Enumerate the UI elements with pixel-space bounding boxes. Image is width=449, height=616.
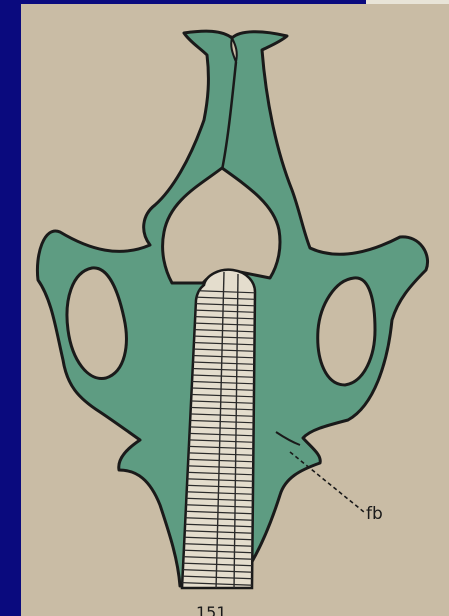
plate-number: 151 <box>196 603 227 616</box>
notochord-stripe <box>178 589 260 592</box>
label-fb: fb <box>366 504 383 524</box>
label-leader-line <box>290 452 364 512</box>
